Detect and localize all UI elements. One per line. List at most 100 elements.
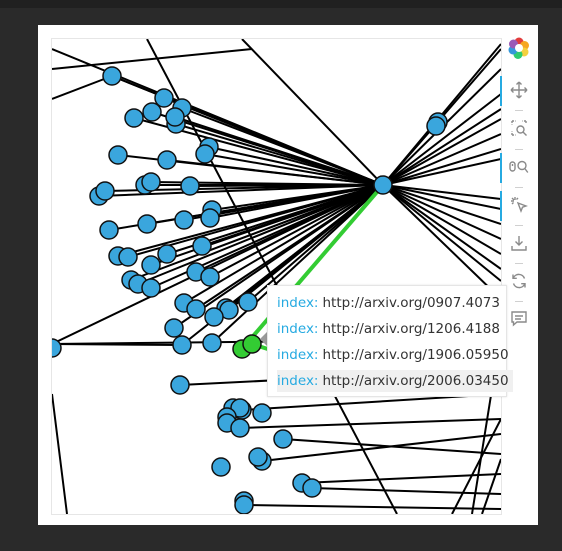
tooltip-arrow <box>260 331 268 347</box>
graph-edge <box>243 504 501 510</box>
tooltip-value: http://arxiv.org/1206.4188 <box>322 321 500 337</box>
tooltip-value: http://arxiv.org/2006.03450 <box>322 373 509 389</box>
graph-edge <box>241 39 384 186</box>
graph-nodes[interactable] <box>52 66 448 514</box>
network-graph[interactable] <box>52 39 501 514</box>
graph-node[interactable] <box>204 307 224 327</box>
graph-edge <box>52 48 384 186</box>
tooltip-value: http://arxiv.org/1906.05950 <box>322 347 509 363</box>
graph-node[interactable] <box>141 278 161 298</box>
toolbar-divider <box>515 225 523 226</box>
graph-edge <box>52 184 384 345</box>
graph-edge <box>52 48 253 70</box>
graph-edge <box>52 393 68 514</box>
graph-edge <box>301 473 501 484</box>
highlighted-node[interactable] <box>242 334 262 354</box>
graph-node[interactable] <box>124 108 144 128</box>
tap-icon[interactable] <box>506 192 532 218</box>
graph-node[interactable] <box>108 145 128 165</box>
bokeh-logo-icon[interactable] <box>506 35 532 61</box>
graph-node[interactable] <box>200 208 220 228</box>
tooltip-row: index:http://arxiv.org/0907.4073 <box>277 292 500 314</box>
wheel-zoom-icon[interactable] <box>506 154 532 180</box>
graph-node[interactable] <box>238 292 258 312</box>
graph-node[interactable] <box>141 255 161 275</box>
graph-edge <box>261 433 501 462</box>
graph-node[interactable] <box>157 150 177 170</box>
graph-node[interactable] <box>118 247 138 267</box>
graph-edge <box>382 118 501 186</box>
tool-active-indicator <box>500 191 502 221</box>
graph-node[interactable] <box>302 478 322 498</box>
graph-node[interactable] <box>234 495 254 514</box>
graph-node[interactable] <box>102 66 122 86</box>
graph-edge <box>382 184 501 300</box>
graph-edge <box>146 39 398 514</box>
graph-node[interactable] <box>52 338 62 358</box>
box-zoom-icon[interactable] <box>506 115 532 141</box>
graph-edge <box>166 159 384 186</box>
graph-node[interactable] <box>211 457 231 477</box>
graph-edge <box>204 153 384 186</box>
graph-edge <box>382 184 501 210</box>
graph-node[interactable] <box>172 335 192 355</box>
graph-node[interactable] <box>165 107 185 127</box>
graph-node[interactable] <box>154 88 174 108</box>
toolbar-divider <box>515 110 523 111</box>
download-icon[interactable] <box>506 230 532 256</box>
toolbar-divider <box>515 263 523 264</box>
toolbar-divider <box>515 301 523 302</box>
tooltip-value: http://arxiv.org/0907.4073 <box>322 295 500 311</box>
graph-edge <box>282 438 501 455</box>
reset-icon[interactable] <box>506 268 532 294</box>
graph-edge <box>209 184 384 278</box>
tooltip-row: index:http://arxiv.org/1206.4188 <box>277 318 500 340</box>
graph-edge <box>52 75 113 100</box>
tooltip-label: index: <box>277 321 319 337</box>
graph-node[interactable] <box>174 210 194 230</box>
graph-node[interactable] <box>157 244 177 264</box>
graph-edge <box>130 184 384 281</box>
graph-node[interactable] <box>141 172 161 192</box>
plot-toolbar <box>500 33 538 343</box>
move-icon[interactable] <box>506 77 532 103</box>
top-strip <box>0 0 562 8</box>
graph-edge <box>481 458 501 514</box>
graph-node[interactable] <box>195 144 215 164</box>
graph-node[interactable] <box>202 333 222 353</box>
graph-node[interactable] <box>373 175 393 195</box>
graph-node[interactable] <box>248 447 268 467</box>
graph-node[interactable] <box>273 429 293 449</box>
graph-edge <box>382 184 501 255</box>
graph-edge <box>174 116 384 186</box>
tooltip-label: index: <box>277 295 319 311</box>
graph-node[interactable] <box>164 318 184 338</box>
graph-node[interactable] <box>180 176 200 196</box>
graph-node[interactable] <box>95 181 115 201</box>
toolbar-divider <box>515 149 523 150</box>
graph-canvas[interactable] <box>51 38 502 515</box>
graph-edge <box>150 184 384 289</box>
graph-node[interactable] <box>137 214 157 234</box>
graph-node[interactable] <box>192 236 212 256</box>
graph-node[interactable] <box>230 418 250 438</box>
graph-edge <box>208 146 384 186</box>
comment-icon[interactable] <box>506 306 532 332</box>
graph-edge <box>382 184 501 200</box>
graph-node[interactable] <box>426 116 446 136</box>
graph-edge <box>382 108 501 186</box>
graph-node[interactable] <box>170 375 190 395</box>
graph-edge <box>382 93 501 186</box>
graph-node[interactable] <box>200 267 220 287</box>
graph-node[interactable] <box>186 299 206 319</box>
graph-edge <box>239 418 501 429</box>
graph-node[interactable] <box>99 220 119 240</box>
graph-edge <box>382 184 501 270</box>
graph-node[interactable] <box>252 403 272 423</box>
graph-edge <box>382 148 501 186</box>
graph-edge <box>173 184 384 329</box>
graph-edge <box>52 343 183 346</box>
plot-panel: index:http://arxiv.org/0907.4073 index:h… <box>38 25 538 525</box>
graph-node[interactable] <box>142 102 162 122</box>
graph-edge <box>175 123 384 186</box>
